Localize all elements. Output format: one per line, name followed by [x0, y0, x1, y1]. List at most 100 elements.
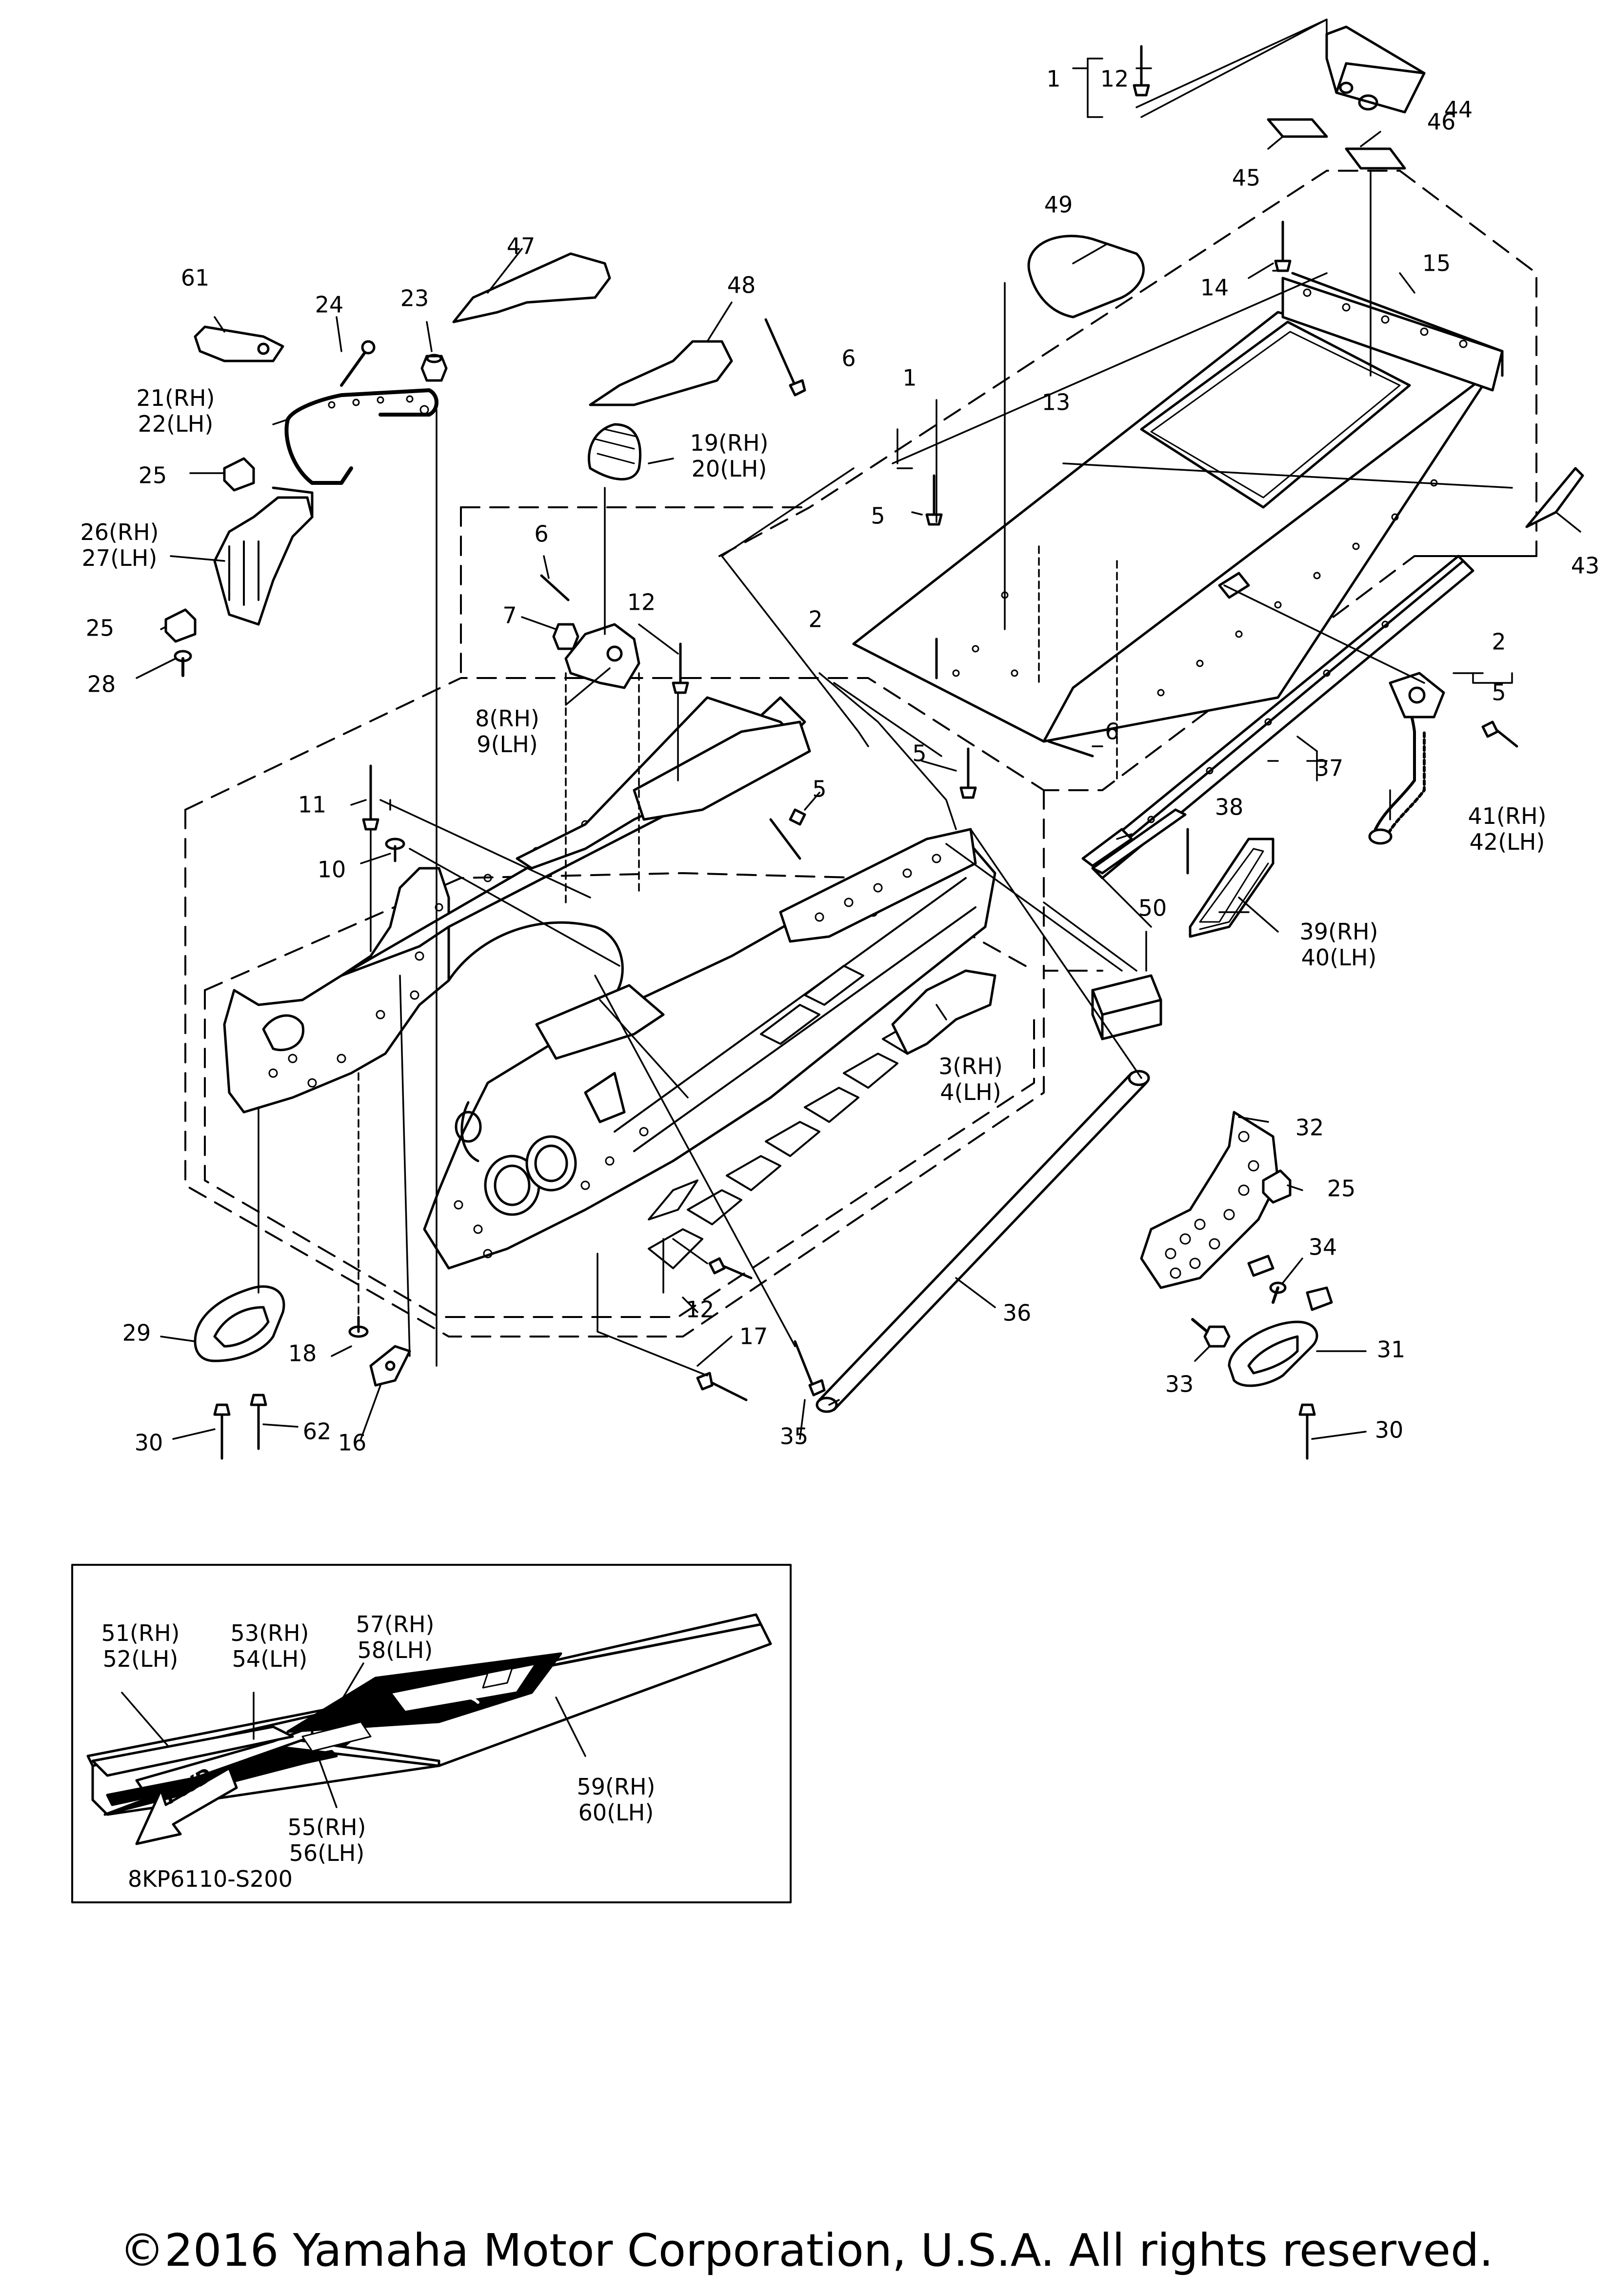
- rivet-30-right: [1298, 1403, 1316, 1460]
- callout-23: 23: [400, 285, 429, 312]
- callout-46: 46: [1427, 108, 1456, 135]
- callout-36: 36: [1002, 1299, 1032, 1326]
- callout-31: 31: [1376, 1336, 1406, 1363]
- callout-6-mid: 6: [534, 520, 549, 547]
- reflector-43: [1525, 467, 1584, 528]
- tow-handle: [1368, 672, 1445, 845]
- rivet-5-rear: [1481, 720, 1518, 748]
- running-board-bracket-21-22: [284, 388, 438, 485]
- callout-30-left: 30: [134, 1429, 163, 1456]
- callout-6-top: 6: [841, 345, 856, 372]
- callout-48: 48: [727, 272, 756, 299]
- callout-45: 45: [1232, 164, 1261, 191]
- decal-46: [1345, 147, 1406, 170]
- callout-25-lower: 25: [85, 615, 115, 641]
- heat-exchanger-guard-39-40: [1189, 838, 1274, 938]
- bracket-26-27: [213, 486, 314, 626]
- clip-nut-25-right: [1262, 1169, 1292, 1204]
- callout-5-center: 5: [812, 776, 827, 802]
- callout-12-low: 12: [685, 1296, 715, 1323]
- callout-47: 47: [506, 233, 536, 260]
- callout-38: 38: [1215, 794, 1244, 820]
- callout-16: 16: [338, 1429, 367, 1456]
- callout-7: 7: [502, 602, 517, 629]
- callout-3-4: 3(RH) 4(LH): [938, 1053, 1003, 1105]
- frame-assembly-boundary: [184, 677, 1045, 1338]
- decal-47: [452, 252, 611, 323]
- rivet-62: [250, 1394, 267, 1450]
- bolt-18: [348, 1316, 369, 1338]
- rivet-30-left: [213, 1403, 231, 1460]
- callout-51-52: 51(RH) 52(LH): [101, 1620, 180, 1672]
- decal-inset-box: [71, 1564, 792, 1903]
- callout-34: 34: [1308, 1234, 1337, 1260]
- rivet-5-top: [925, 474, 943, 526]
- callout-28: 28: [87, 671, 116, 698]
- rivet-12-mid: [672, 642, 689, 694]
- callout-5-right: 5: [912, 740, 927, 767]
- callout-11: 11: [298, 791, 327, 818]
- callout-2: 2: [808, 606, 823, 633]
- callout-32: 32: [1295, 1114, 1324, 1141]
- rivet-35: [794, 1340, 826, 1397]
- tunnel-top-panel: [852, 272, 1504, 743]
- decal-49: [1027, 235, 1145, 319]
- nut-23: [420, 354, 448, 382]
- fwd-arrow-icon: [135, 1767, 238, 1845]
- chassis-frame: [223, 696, 996, 1270]
- rivet-6-right: [1047, 740, 1094, 758]
- callout-19-20: 19(RH) 20(LH): [690, 430, 769, 482]
- callout-53-54: 53(RH) 54(LH): [230, 1620, 309, 1672]
- rivet-11: [362, 764, 379, 831]
- callout-15: 15: [1422, 250, 1451, 277]
- rear-bumper-cap: [1325, 25, 1426, 114]
- callout-17: 17: [739, 1323, 768, 1350]
- callout-59-60: 59(RH) 60(LH): [577, 1774, 656, 1826]
- callout-1: 1: [902, 364, 917, 391]
- callout-12-mid: 12: [627, 589, 656, 616]
- bolt-34: [1269, 1281, 1287, 1304]
- callout-6-right: 6: [1105, 718, 1119, 745]
- leader-lines: [136, 19, 1581, 1440]
- callout-8-9: 8(RH) 9(LH): [475, 705, 539, 758]
- callout-13: 13: [1041, 389, 1071, 416]
- inset-leaders: [121, 1662, 586, 1808]
- washer-34: [1247, 1255, 1274, 1277]
- callout-35: 35: [779, 1423, 809, 1450]
- diagram-code: 8KP6110-S200: [128, 1866, 293, 1892]
- callout-41-42: 41(RH) 42(LH): [1468, 803, 1547, 855]
- footrest-cover-61: [194, 325, 284, 362]
- clip-nut-25-lower: [164, 608, 197, 643]
- rivet-6-mid: [540, 574, 570, 601]
- front-bumper-loop-31: [1228, 1320, 1318, 1387]
- bracket-16: [369, 1345, 411, 1387]
- callout-21-22: 21(RH) 22(LH): [136, 385, 215, 437]
- callout-24: 24: [315, 291, 344, 318]
- callout-5-top: 5: [871, 502, 885, 529]
- bolt-24: [340, 340, 376, 387]
- clip-nut-25-upper: [223, 457, 255, 492]
- callout-57-58: 57(RH) 58(LH): [356, 1611, 435, 1663]
- callout-30-right: 30: [1374, 1417, 1404, 1443]
- bracket-8-9: [564, 623, 640, 689]
- front-bumper-loop-29: [194, 1285, 285, 1362]
- rivet-17: [696, 1372, 748, 1401]
- side-tube-36: [816, 1070, 1150, 1413]
- callout-62: 62: [302, 1418, 332, 1445]
- callout-1-12-bracket: 1: [1046, 65, 1061, 92]
- callout-55-56: 55(RH) 56(LH): [287, 1814, 366, 1866]
- callout-12-top: 12: [1100, 65, 1129, 92]
- callout-14: 14: [1200, 274, 1229, 301]
- callout-25-upper: 25: [138, 462, 167, 489]
- callout-26-27: 26(RH) 27(LH): [80, 519, 159, 571]
- callout-44: 44: [1444, 96, 1473, 123]
- callout-49: 49: [1044, 191, 1073, 218]
- rivet-6-top: [764, 318, 806, 397]
- nut-7: [552, 623, 579, 650]
- rivet-5-center: [769, 808, 806, 860]
- callout-10: 10: [317, 856, 346, 883]
- screw-28: [174, 650, 192, 677]
- rivet-14: [1274, 220, 1292, 272]
- callout-37: 37: [1314, 755, 1344, 781]
